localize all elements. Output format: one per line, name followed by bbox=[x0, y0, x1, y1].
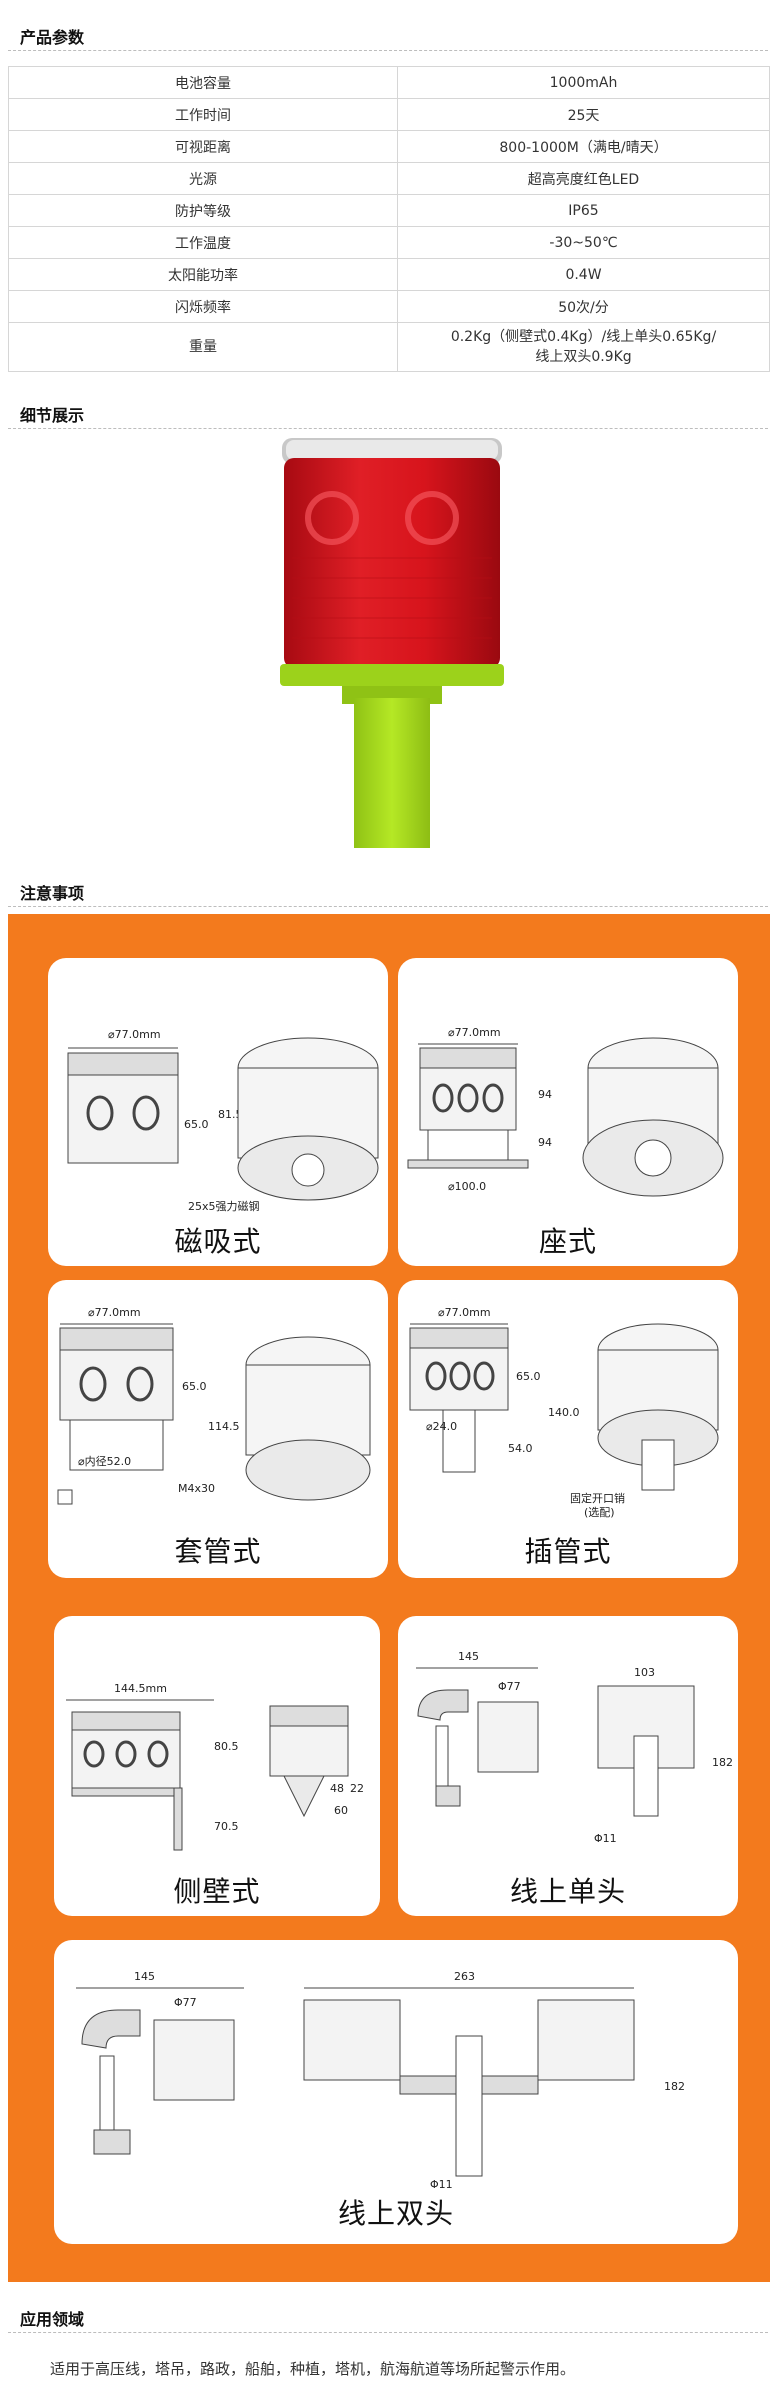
divider bbox=[8, 2332, 768, 2333]
mount-card-side: 144.5mm 80.5 70.5 48 22 60 侧壁式 bbox=[54, 1616, 380, 1916]
dimension-label: Φ77 bbox=[498, 1680, 521, 1693]
dimension-label: 65.0 bbox=[184, 1118, 209, 1131]
dimension-label: ⌀24.0 bbox=[426, 1420, 457, 1433]
dimension-label: 22 bbox=[350, 1782, 364, 1795]
dimension-label: 114.5 bbox=[208, 1420, 240, 1433]
table-row: 光源超高亮度红色LED bbox=[8, 162, 770, 195]
double-head-drawing: 145 Φ77 263 182 Φ11 bbox=[76, 1970, 685, 2191]
spec-value: 25天 bbox=[397, 98, 770, 131]
mount-label: 线上单头 bbox=[509, 1875, 626, 1908]
dimension-label: 182 bbox=[712, 1756, 733, 1769]
spec-value: 50次/分 bbox=[397, 290, 770, 323]
dimension-label: 182 bbox=[664, 2080, 685, 2093]
dimension-label: (选配) bbox=[584, 1506, 615, 1519]
sleeve-mount-drawing: ⌀77.0mm 65.0 114.5 ⌀内径52.0 M4x30 bbox=[57, 1306, 371, 1505]
mount-label: 磁吸式 bbox=[174, 1225, 262, 1258]
dimension-label: 140.0 bbox=[548, 1406, 580, 1419]
dimension-label: 25x5强力磁钢 bbox=[188, 1200, 260, 1213]
spec-value: IP65 bbox=[397, 194, 770, 227]
dimension-label: 固定开口销 bbox=[570, 1491, 625, 1505]
mount-card-base: ⌀77.0mm 94 94 ⌀100.0 座式 bbox=[398, 958, 738, 1266]
dimension-label: ⌀77.0mm bbox=[108, 1028, 161, 1041]
detail-title: 细节展示 bbox=[20, 406, 85, 425]
dimension-label: 65.0 bbox=[516, 1370, 541, 1383]
divider bbox=[8, 428, 768, 429]
dimension-label: 145 bbox=[458, 1650, 479, 1663]
spec-value: -30~50℃ bbox=[397, 226, 770, 259]
spec-key: 太阳能功率 bbox=[8, 258, 398, 291]
application-title: 应用领域 bbox=[20, 2310, 85, 2329]
dimension-label: M4x30 bbox=[178, 1482, 215, 1495]
dimension-label: 263 bbox=[454, 1970, 475, 1983]
dimension-label: 94 bbox=[538, 1088, 552, 1101]
table-row: 工作温度-30~50℃ bbox=[8, 226, 770, 259]
divider bbox=[8, 906, 768, 907]
dimension-label: 60 bbox=[334, 1804, 348, 1817]
spec-key: 重量 bbox=[8, 322, 398, 372]
dimension-label: ⌀77.0mm bbox=[448, 1026, 501, 1039]
side-mount-drawing: 144.5mm 80.5 70.5 48 22 60 bbox=[66, 1682, 364, 1851]
divider bbox=[8, 50, 768, 51]
dimension-label: 145 bbox=[134, 1970, 155, 1983]
notes-title: 注意事项 bbox=[20, 884, 85, 903]
mount-card-magnetic: ⌀77.0mm 65.0 81.5 25x5强力磁钢 磁吸式 bbox=[48, 958, 388, 1266]
spec-key: 电池容量 bbox=[8, 66, 398, 99]
base-mount-drawing: ⌀77.0mm 94 94 ⌀100.0 bbox=[407, 1026, 724, 1197]
dimension-label: 103 bbox=[634, 1666, 655, 1679]
dimension-label: 144.5mm bbox=[114, 1682, 167, 1695]
single-head-drawing: 145 Φ77 103 182 Φ11 bbox=[416, 1650, 733, 1845]
spec-value: 0.2Kg（侧壁式0.4Kg）/线上单头0.65Kg/线上双头0.9Kg bbox=[397, 322, 770, 372]
dimension-label: 70.5 bbox=[214, 1820, 239, 1833]
application-text: 适用于高压线，塔吊，路政，船舶，种植，塔机，航海航道等场所起警示作用。 bbox=[50, 2360, 576, 2378]
dimension-label: 54.0 bbox=[508, 1442, 533, 1455]
dimension-label: Φ11 bbox=[430, 2178, 453, 2191]
dimension-label: Φ11 bbox=[594, 1832, 617, 1845]
spec-key: 可视距离 bbox=[8, 130, 398, 163]
spec-key: 工作时间 bbox=[8, 98, 398, 131]
mount-label: 插管式 bbox=[524, 1535, 612, 1568]
spec-key: 工作温度 bbox=[8, 226, 398, 259]
params-title: 产品参数 bbox=[20, 28, 85, 47]
mount-card-single: 145 Φ77 103 182 Φ11 线上单头 bbox=[398, 1616, 738, 1916]
magnetic-mount-drawing: ⌀77.0mm 65.0 81.5 25x5强力磁钢 bbox=[67, 1028, 379, 1213]
spec-key: 光源 bbox=[8, 162, 398, 195]
spec-key: 闪烁频率 bbox=[8, 290, 398, 323]
spec-value-line: 0.2Kg（侧壁式0.4Kg）/线上单头0.65Kg/ bbox=[450, 329, 717, 345]
dimension-label: ⌀77.0mm bbox=[438, 1306, 491, 1319]
spec-value: 超高亮度红色LED bbox=[397, 162, 770, 195]
mount-label: 侧壁式 bbox=[173, 1875, 261, 1908]
dimension-label: 81.5 bbox=[218, 1108, 243, 1121]
solar-warning-light-image bbox=[280, 438, 504, 848]
mount-card-insert: ⌀77.0mm 65.0 140.0 54.0 ⌀24.0 固定开口销 (选配)… bbox=[398, 1280, 738, 1578]
spec-value: 0.4W bbox=[397, 258, 770, 291]
mount-card-sleeve: ⌀77.0mm 65.0 114.5 ⌀内径52.0 M4x30 套管式 bbox=[48, 1280, 388, 1578]
mount-label: 套管式 bbox=[174, 1535, 262, 1568]
dimension-label: 80.5 bbox=[214, 1740, 239, 1753]
spec-key: 防护等级 bbox=[8, 194, 398, 227]
spec-value-line: 线上双头0.9Kg bbox=[535, 349, 632, 365]
spec-value: 1000mAh bbox=[397, 66, 770, 99]
dimension-label: ⌀内径52.0 bbox=[78, 1454, 131, 1468]
dimension-label: ⌀77.0mm bbox=[88, 1306, 141, 1319]
dimension-label: 48 bbox=[330, 1782, 344, 1795]
mount-label: 座式 bbox=[538, 1225, 597, 1258]
spec-value: 800-1000M（满电/晴天） bbox=[397, 130, 770, 163]
mount-label: 线上双头 bbox=[337, 2197, 454, 2230]
dimension-label: Φ77 bbox=[174, 1996, 197, 2009]
mount-card-double: 145 Φ77 263 182 Φ11 线上双头 bbox=[54, 1940, 738, 2244]
insert-mount-drawing: ⌀77.0mm 65.0 140.0 54.0 ⌀24.0 固定开口销 (选配) bbox=[409, 1306, 719, 1519]
dimension-label: 65.0 bbox=[182, 1380, 207, 1393]
dimension-label: 94 bbox=[538, 1136, 552, 1149]
dimension-label: ⌀100.0 bbox=[448, 1180, 486, 1193]
mount-types-panel: ⌀77.0mm 65.0 81.5 25x5强力磁钢 磁吸式 ⌀77.0mm bbox=[8, 914, 770, 2282]
